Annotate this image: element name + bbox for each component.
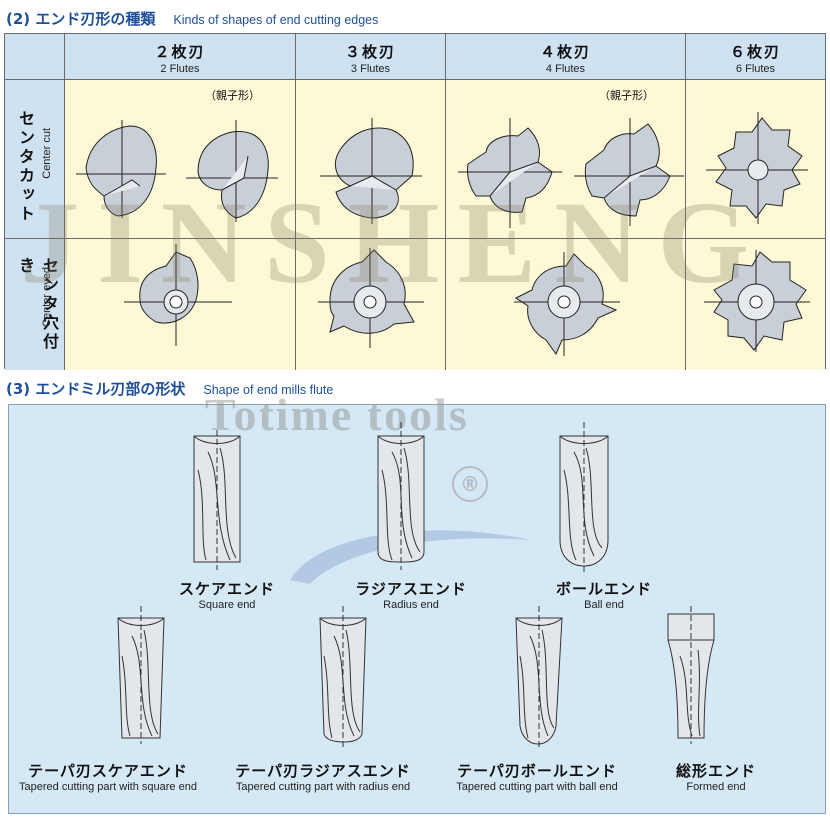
square-end-mill-icon <box>193 430 241 570</box>
tool-caption-square-end: スケアエンド Square end <box>157 578 297 611</box>
ball-end-mill-icon <box>559 422 609 572</box>
cross-section-drawings <box>76 112 810 356</box>
tool-caption-jp: テーパ刃ラジアスエンド <box>235 762 411 780</box>
section-2f-center-eyed-icon <box>124 244 232 346</box>
section-3-title: (3) エンドミル刃部の形状 Shape of end mills flute <box>6 378 333 399</box>
section-3-title-en: Shape of end mills flute <box>203 383 334 397</box>
section-3-title-jp: (3) エンドミル刃部の形状 <box>6 380 186 398</box>
tool-caption-ball-end: ボールエンド Ball end <box>534 578 674 611</box>
col-header-3-flutes: ３枚刃 3 Flutes <box>296 34 446 80</box>
col-header-2-flutes: ２枚刃 2 Flutes <box>65 34 296 80</box>
section-2f-a-icon <box>76 120 166 218</box>
tapered-radius-end-mill-icon <box>319 606 367 748</box>
tool-caption-jp: ボールエンド <box>555 580 652 598</box>
col-header-4-flutes: ４枚刃 4 Flutes <box>446 34 686 80</box>
section-6f-center-eyed-icon <box>704 250 810 352</box>
table-corner <box>5 34 65 80</box>
section-3f-center-cut-icon <box>320 118 422 224</box>
tool-caption-jp: ラジアスエンド <box>355 580 467 598</box>
col-header-6-flutes: ６枚刃 6 Flutes <box>686 34 825 80</box>
col-header-jp: ４枚刃 <box>539 43 591 61</box>
registered-mark-icon: ® <box>452 466 488 502</box>
col-header-jp: ２枚刃 <box>154 43 206 61</box>
tool-caption-en: Tapered cutting part with square end <box>19 781 197 793</box>
section-6f-center-cut-icon <box>706 112 808 224</box>
parent-child-note: （親子形） <box>205 89 260 102</box>
section-4f-b-icon <box>574 118 684 226</box>
tool-caption-en: Tapered cutting part with ball end <box>456 781 618 793</box>
tool-caption-en: Square end <box>198 599 256 611</box>
row-header-center-eyed: センタ穴付き Center eyed <box>5 239 65 370</box>
tool-caption-formed-end: 総形エンド Formed end <box>656 760 776 793</box>
section-4f-center-eyed-icon <box>514 252 620 356</box>
col-header-en: 4 Flutes <box>545 63 586 75</box>
tool-caption-jp: 総形エンド <box>675 762 756 780</box>
section-2-title-jp: (2) エンド刃形の種類 <box>6 10 156 28</box>
col-header-jp: ３枚刃 <box>344 43 396 61</box>
section-4f-a-icon <box>458 118 562 228</box>
col-header-en: 3 Flutes <box>350 63 391 75</box>
tool-caption-tapered-radius: テーパ刃ラジアスエンド Tapered cutting part with ra… <box>223 760 423 793</box>
section-3f-center-eyed-icon <box>318 248 424 348</box>
tapered-square-end-mill-icon <box>117 606 165 744</box>
watermark-sub: Totime tools <box>205 389 469 440</box>
formed-end-mill-icon <box>667 606 715 744</box>
tapered-ball-end-mill-icon <box>515 606 563 750</box>
col-header-en: 2 Flutes <box>160 63 200 75</box>
watermark-swoosh-icon <box>290 530 530 584</box>
radius-end-mill-icon <box>377 422 425 570</box>
row-header-jp: センタカット <box>16 110 35 224</box>
row-header-jp: センタ穴付き <box>16 257 59 352</box>
col-header-jp: ６枚刃 <box>729 43 781 61</box>
parent-child-note: （親子形） <box>599 89 654 102</box>
tool-caption-tapered-ball: テーパ刃ボールエンド Tapered cutting part with bal… <box>437 760 637 793</box>
tool-caption-en: Radius end <box>383 599 439 611</box>
tool-caption-radius-end: ラジアスエンド Radius end <box>336 578 486 611</box>
section-2-title-en: Kinds of shapes of end cutting edges <box>173 13 379 27</box>
section-2-title: (2) エンド刃形の種類 Kinds of shapes of end cutt… <box>6 8 378 29</box>
section-2f-b-icon <box>186 120 278 222</box>
tool-caption-jp: テーパ刃スケアエンド <box>28 762 188 780</box>
tool-caption-jp: テーパ刃ボールエンド <box>457 762 617 780</box>
tool-caption-tapered-square: テーパ刃スケアエンド Tapered cutting part with squ… <box>8 760 208 793</box>
tool-caption-en: Ball end <box>584 599 624 611</box>
row-header-center-cut: センタカット Center cut <box>5 80 65 239</box>
tool-caption-jp: スケアエンド <box>178 580 275 598</box>
col-header-en: 6 Flutes <box>735 63 776 75</box>
watermark-brand: JINSHENG <box>20 177 768 308</box>
tool-caption-en: Formed end <box>686 781 746 793</box>
tool-caption-en: Tapered cutting part with radius end <box>235 781 411 793</box>
